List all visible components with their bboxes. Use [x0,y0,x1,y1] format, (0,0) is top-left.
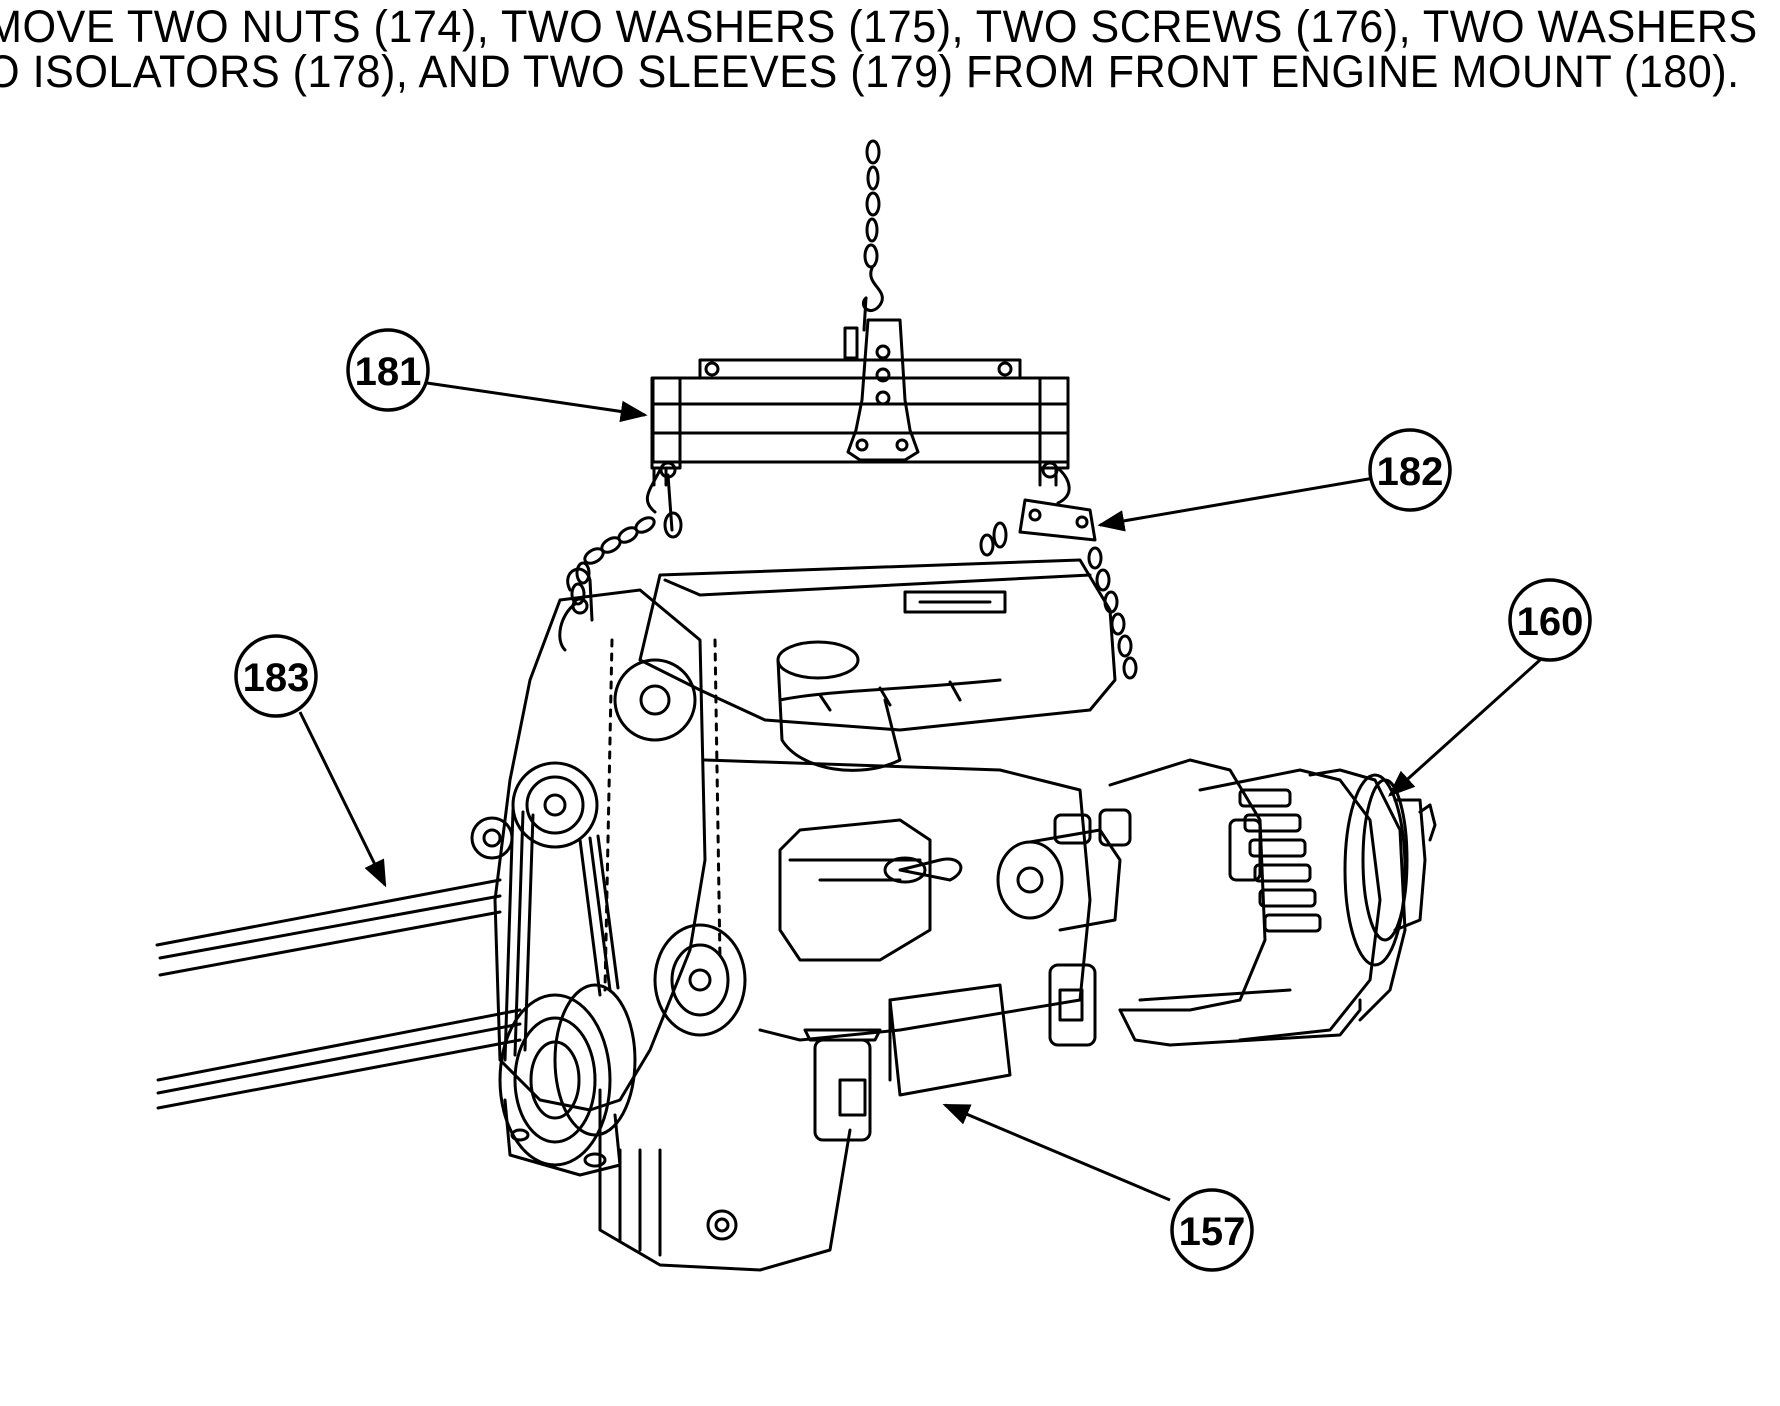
leader-181 [426,381,648,423]
spreader-bar [650,318,1070,487]
front-gear-plate [653,923,747,1037]
instruction-text: MOVE TWO NUTS (174), TWO WASHERS (175), … [0,1,1758,97]
callout-182: 182 [1368,428,1452,512]
fuel-filters [803,963,1097,1142]
right-lift-chain [979,468,1138,680]
callout-160: 160 [1508,578,1592,662]
starter-motor [996,808,1132,932]
instruction-line-1: MOVE TWO NUTS (174), TWO WASHERS (175), … [0,1,1758,52]
leader-183 [298,711,387,888]
leader-157 [942,1103,1171,1202]
callout-183-label: 183 [243,656,310,700]
callout-157-label: 157 [1179,1210,1246,1254]
lift-chain [861,139,884,332]
engine-block [493,558,1117,1272]
callout-181: 181 [346,328,430,412]
lift-rails [155,878,522,1110]
transmission [1108,758,1437,1047]
callout-157: 157 [1170,1188,1254,1272]
instruction-line-2: O ISOLATORS (178), AND TWO SLEEVES (179)… [0,46,1740,97]
belt-drive [470,761,637,1167]
left-lift-chain [558,468,683,652]
leader-160 [1387,658,1542,797]
callout-182-label: 182 [1377,450,1444,494]
air-compressor [778,818,963,962]
ecm-module [888,983,1012,1097]
callout-183: 183 [234,634,318,718]
callout-160-label: 160 [1517,600,1584,644]
callout-181-label: 181 [355,350,422,394]
leader-182 [1097,475,1381,532]
